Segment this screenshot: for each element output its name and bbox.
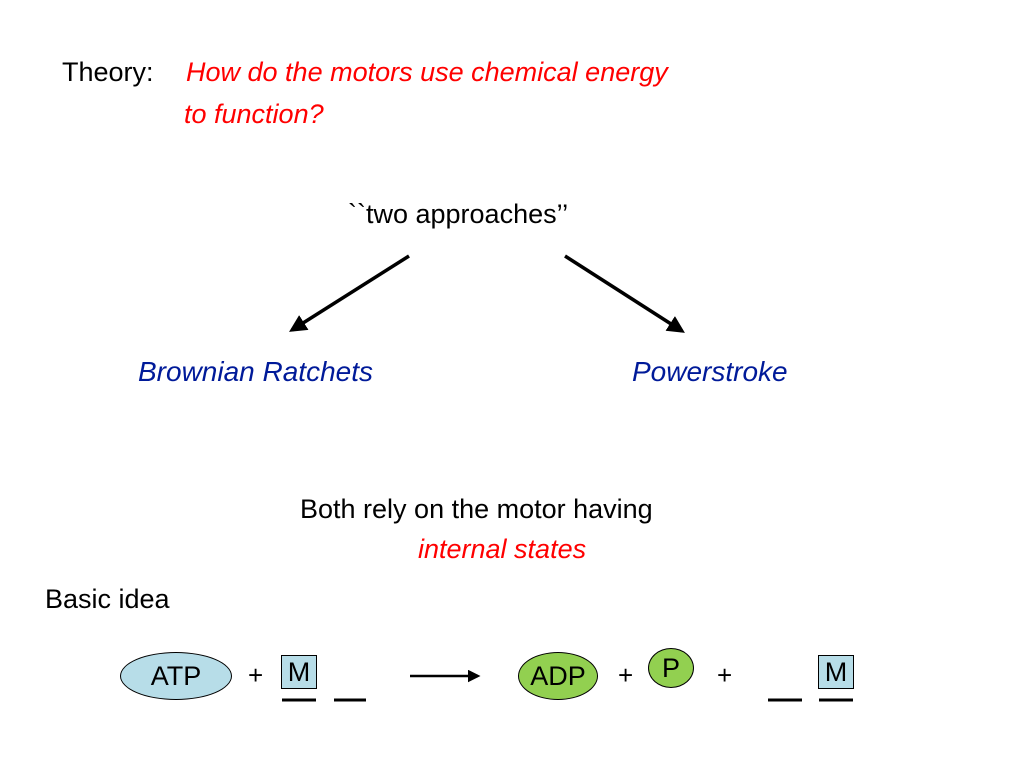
adp-oval: ADP bbox=[518, 652, 598, 700]
phosphate-label: P bbox=[661, 652, 680, 683]
powerstroke-label: Powerstroke bbox=[632, 356, 788, 387]
atp-label: ATP bbox=[150, 660, 202, 691]
note-internal-states: internal states bbox=[418, 534, 587, 564]
arrow-to-powerstroke bbox=[564, 254, 685, 333]
note-line1: Both rely on the motor having bbox=[300, 494, 653, 524]
motor-label-1: M bbox=[287, 656, 311, 687]
theory-question-line2: to function? bbox=[184, 99, 324, 129]
basic-idea-label: Basic idea bbox=[45, 584, 170, 614]
atp-oval: ATP bbox=[120, 652, 232, 700]
plus-sign-2: + bbox=[618, 660, 634, 690]
motor-label-2: M bbox=[824, 656, 848, 687]
arrow-to-brownian bbox=[289, 254, 410, 332]
theory-label: Theory: bbox=[62, 57, 154, 87]
motor-box-2: M bbox=[818, 655, 854, 689]
phosphate-oval: P bbox=[648, 648, 694, 688]
motor-box-1: M bbox=[281, 655, 317, 689]
theory-question-line1: How do the motors use chemical energy bbox=[186, 57, 668, 87]
plus-sign-1: + bbox=[248, 660, 264, 690]
brownian-ratchets-label: Brownian Ratchets bbox=[138, 356, 374, 387]
adp-label: ADP bbox=[530, 660, 586, 691]
two-approaches-heading: ``two approaches’’ bbox=[348, 199, 569, 229]
plus-sign-3: + bbox=[717, 660, 733, 690]
